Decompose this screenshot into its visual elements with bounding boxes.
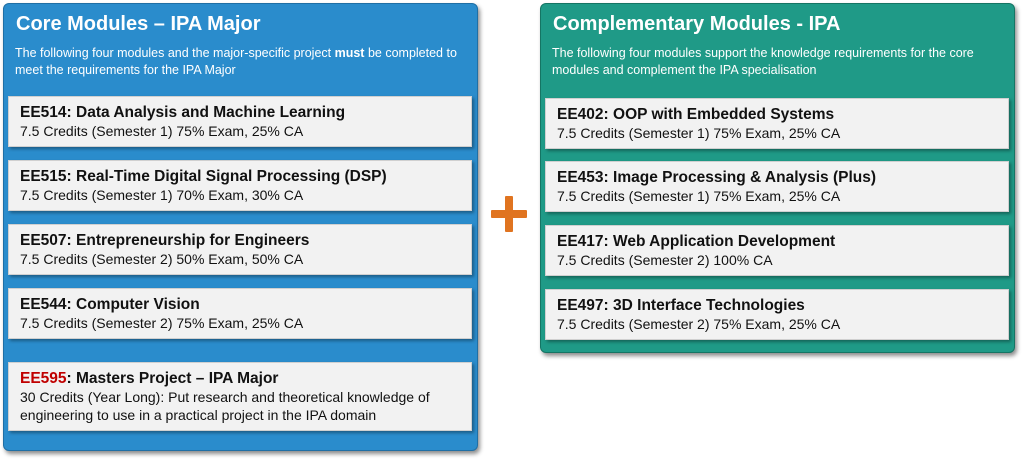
- module-name: : OOP with Embedded Systems: [603, 106, 835, 123]
- module-code: EE515: [20, 168, 67, 185]
- module-code: EE507: [20, 232, 67, 249]
- module-title: EE544: Computer Vision: [20, 295, 460, 314]
- module-code: EE402: [557, 106, 604, 123]
- module-detail: 7.5 Credits (Semester 1) 70% Exam, 30% C…: [20, 187, 304, 203]
- module-title: EE507: Entrepreneurship for Engineers: [20, 231, 460, 250]
- plus-icon-vertical: [505, 196, 513, 232]
- comp-panel-title: Complementary Modules - IPA: [553, 13, 841, 35]
- module-title: EE402: OOP with Embedded Systems: [557, 105, 997, 124]
- plus-icon: [491, 196, 527, 232]
- module-name: : Computer Vision: [66, 296, 200, 313]
- project-title: EE595: Masters Project – IPA Major: [20, 369, 460, 388]
- module-title: EE497: 3D Interface Technologies: [557, 296, 997, 315]
- core-desc-post: be completed to meet the requirements fo…: [15, 46, 457, 77]
- module-code: EE497: [557, 297, 604, 314]
- module-name: : 3D Interface Technologies: [603, 297, 805, 314]
- module-detail: 7.5 Credits (Semester 1) 75% Exam, 25% C…: [557, 188, 841, 204]
- module-code: EE453: [557, 169, 604, 186]
- module-code: EE544: [20, 296, 67, 313]
- module-card-ee544: EE544: Computer Vision 7.5 Credits (Seme…: [8, 288, 472, 339]
- module-name: : Data Analysis and Machine Learning: [66, 104, 346, 121]
- module-title: EE515: Real-Time Digital Signal Processi…: [20, 167, 460, 186]
- module-title: EE514: Data Analysis and Machine Learnin…: [20, 103, 460, 122]
- module-card-ee595-project: EE595: Masters Project – IPA Major 30 Cr…: [8, 362, 472, 431]
- project-detail: 30 Credits (Year Long): Put research and…: [20, 389, 430, 423]
- module-card-ee417: EE417: Web Application Development 7.5 C…: [545, 225, 1009, 276]
- core-desc-pre: The following four modules and the major…: [15, 46, 335, 60]
- module-detail: 7.5 Credits (Semester 2) 100% CA: [557, 252, 773, 268]
- module-card-ee453: EE453: Image Processing & Analysis (Plus…: [545, 161, 1009, 212]
- module-title: EE417: Web Application Development: [557, 232, 997, 251]
- module-name: : Image Processing & Analysis (Plus): [603, 169, 877, 186]
- module-name: : Web Application Development: [603, 233, 836, 250]
- module-title: EE453: Image Processing & Analysis (Plus…: [557, 168, 997, 187]
- module-detail: 7.5 Credits (Semester 2) 75% Exam, 25% C…: [20, 315, 304, 331]
- core-desc-emphasis: must: [334, 46, 365, 60]
- module-card-ee515: EE515: Real-Time Digital Signal Processi…: [8, 160, 472, 211]
- module-detail: 7.5 Credits (Semester 2) 50% Exam, 50% C…: [20, 251, 304, 267]
- project-name: : Masters Project – IPA Major: [66, 370, 279, 387]
- module-card-ee514: EE514: Data Analysis and Machine Learnin…: [8, 96, 472, 147]
- core-modules-panel: Core Modules – IPA Major The following f…: [3, 3, 478, 451]
- module-detail: 7.5 Credits (Semester 1) 75% Exam, 25% C…: [20, 123, 304, 139]
- module-card-ee497: EE497: 3D Interface Technologies 7.5 Cre…: [545, 289, 1009, 340]
- module-detail: 7.5 Credits (Semester 1) 75% Exam, 25% C…: [557, 125, 841, 141]
- complementary-modules-panel: Complementary Modules - IPA The followin…: [540, 3, 1015, 353]
- comp-panel-description: The following four modules support the k…: [552, 46, 974, 77]
- module-card-ee507: EE507: Entrepreneurship for Engineers 7.…: [8, 224, 472, 275]
- module-detail: 7.5 Credits (Semester 2) 75% Exam, 25% C…: [557, 316, 841, 332]
- module-code: EE417: [557, 233, 604, 250]
- module-name: : Real-Time Digital Signal Processing (D…: [66, 168, 387, 185]
- module-card-ee402: EE402: OOP with Embedded Systems 7.5 Cre…: [545, 98, 1009, 149]
- module-name: : Entrepreneurship for Engineers: [66, 232, 310, 249]
- core-panel-title: Core Modules – IPA Major: [16, 13, 261, 35]
- core-panel-description: The following four modules and the major…: [15, 45, 470, 79]
- project-code: EE595: [20, 370, 67, 387]
- module-code: EE514: [20, 104, 67, 121]
